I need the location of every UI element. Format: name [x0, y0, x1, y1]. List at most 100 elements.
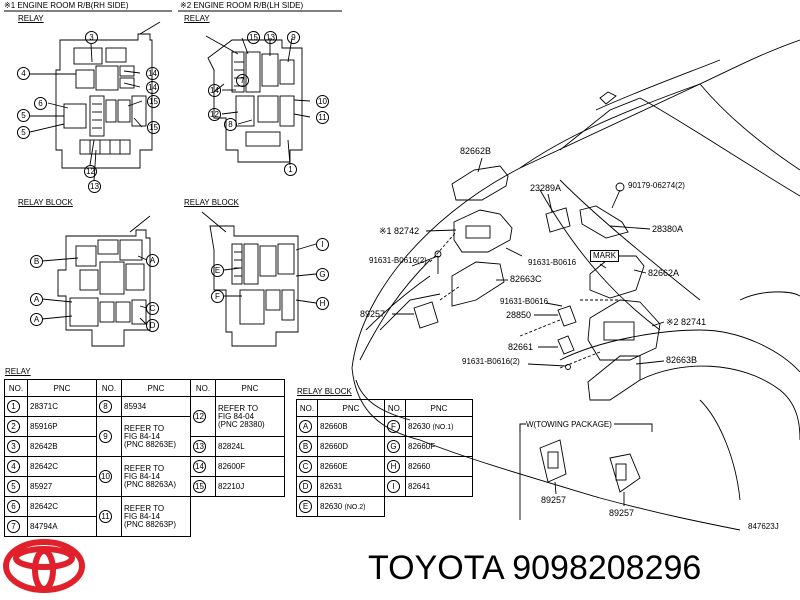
part-label: 91631-B0616 — [500, 297, 549, 306]
table-cell: 3 — [4, 436, 28, 457]
col-header: NO. — [4, 379, 28, 397]
part-label: ※2 82741 — [666, 317, 707, 327]
pnc-value: 82630 — [320, 501, 343, 511]
table-cell: G — [384, 436, 406, 457]
col-header: PNC — [27, 379, 97, 397]
table-cell: 82642B — [27, 436, 97, 457]
table-cell: 5 — [4, 476, 28, 497]
callout: H — [316, 297, 329, 310]
letter-badge: F — [387, 420, 400, 433]
cell-line: FIG 84-14 — [124, 431, 161, 441]
part-label: 82662B — [460, 146, 492, 156]
callout: E — [211, 264, 224, 277]
table-cell: 82660 — [405, 456, 473, 477]
col-header: PNC — [317, 399, 385, 417]
table-cell: 82660D — [317, 436, 385, 457]
part-label: 89257 — [360, 309, 386, 319]
table-cell: 1 — [4, 396, 28, 417]
table-cell: 11 — [96, 496, 122, 537]
col-header: NO. — [384, 399, 406, 417]
table-row: 5 85927 15 82210J — [4, 476, 285, 497]
table-cell: 85927 — [27, 476, 97, 497]
part-label: 90179-06274(2) — [628, 181, 685, 190]
number-badge: 13 — [193, 440, 206, 453]
pnc-note: (NO.2) — [344, 503, 366, 511]
callout: A — [30, 313, 43, 326]
callout: D — [146, 319, 159, 332]
table-cell: 82660B — [317, 416, 385, 437]
number-badge: 5 — [7, 480, 20, 493]
table-row: B 82660D G 82660F — [296, 436, 473, 457]
toyota-logo-icon — [3, 539, 85, 593]
table-cell: D — [296, 476, 318, 497]
part-label: 89257 — [609, 508, 635, 518]
table-cell: 4 — [4, 456, 28, 477]
cell-line: REFER TO — [218, 403, 259, 413]
cell-line: FIG 84-14 — [124, 471, 161, 481]
callout: 5 — [17, 126, 30, 139]
letter-badge: H — [387, 460, 400, 473]
table-cell: 15 — [190, 476, 216, 497]
col-header: PNC — [121, 379, 191, 397]
callout: 15 — [147, 95, 160, 108]
part-label: 28380A — [652, 224, 684, 234]
number-badge: 4 — [7, 460, 20, 473]
table-cell: I — [384, 476, 406, 497]
table-header-row: NO. PNC NO. PNC NO. PNC — [4, 379, 285, 397]
table-cell: REFER TO FIG 84-14 (PNC 88263P) — [121, 496, 191, 537]
number-badge: 8 — [99, 400, 112, 413]
table-row: 7 84794A — [4, 516, 285, 537]
table-cell: 82630 (NO.1) — [405, 416, 473, 437]
number-badge: 15 — [193, 480, 206, 493]
table-row: C 82660E H 82660 — [296, 456, 473, 477]
callout: C — [146, 302, 159, 315]
table-cell: REFER TO FIG 84-04 (PNC 28380) — [215, 396, 285, 437]
callout: 6 — [34, 97, 47, 110]
callout: 13 — [264, 31, 277, 44]
letter-badge: C — [299, 460, 312, 473]
letter-badge: G — [387, 440, 400, 453]
table-cell: 82630 (NO.2) — [317, 496, 385, 517]
table-cell: B — [296, 436, 318, 457]
number-badge: 9 — [99, 430, 112, 443]
callout: G — [316, 268, 329, 281]
part-label: 91631-B0616(2) — [369, 256, 427, 265]
table-cell: 7 — [4, 516, 28, 537]
table-cell: 10 — [96, 456, 122, 497]
letter-badge: A — [299, 420, 312, 433]
table-row: A 82660B F 82630 (NO.1) — [296, 416, 473, 437]
callout: I — [316, 238, 329, 251]
table-row: 6 82642C 11 REFER TO FIG 84-14 (PNC 8826… — [4, 496, 285, 537]
table-cell: 9 — [96, 416, 122, 457]
letter-badge: E — [299, 500, 312, 513]
callout: 1 — [284, 163, 297, 176]
col-header: NO. — [190, 379, 216, 397]
callout: 5 — [17, 109, 30, 122]
table-cell: 6 — [4, 496, 28, 517]
cell-line: (PNC 88263E) — [124, 439, 177, 449]
cell-line: REFER TO — [124, 423, 165, 433]
col-header: PNC — [405, 399, 473, 417]
table-cell: 82210J — [215, 476, 285, 497]
table-row: E 82630 (NO.2) — [296, 496, 473, 517]
part-label: 89257 — [541, 495, 567, 505]
table-cell: 82600F — [215, 456, 285, 477]
callout: 13 — [88, 180, 101, 193]
relay-block-table: NO. PNC NO. PNC A 82660B F 82630 (NO.1) … — [296, 399, 473, 517]
col-header: NO. — [296, 399, 318, 417]
relay-heading-rh: RELAY — [18, 14, 44, 23]
table-cell: 8 — [96, 396, 122, 417]
callout: 9 — [287, 31, 300, 44]
number-badge: 1 — [7, 400, 20, 413]
callout: 15 — [247, 31, 260, 44]
part-label: 82661 — [508, 342, 534, 352]
table-cell: 82641 — [405, 476, 473, 497]
table-row: 1 28371C 8 85934 12 REFER TO FIG 84-04 (… — [4, 396, 285, 437]
relay-block-table-heading: RELAY BLOCK — [297, 387, 352, 396]
callout: 14 — [208, 84, 221, 97]
cell-line: FIG 84-04 — [218, 411, 255, 421]
number-badge: 14 — [193, 460, 206, 473]
letter-badge: B — [299, 440, 312, 453]
table-cell: REFER TO FIG 84-14 (PNC 88263E) — [121, 416, 191, 457]
empty-cell — [385, 497, 473, 517]
